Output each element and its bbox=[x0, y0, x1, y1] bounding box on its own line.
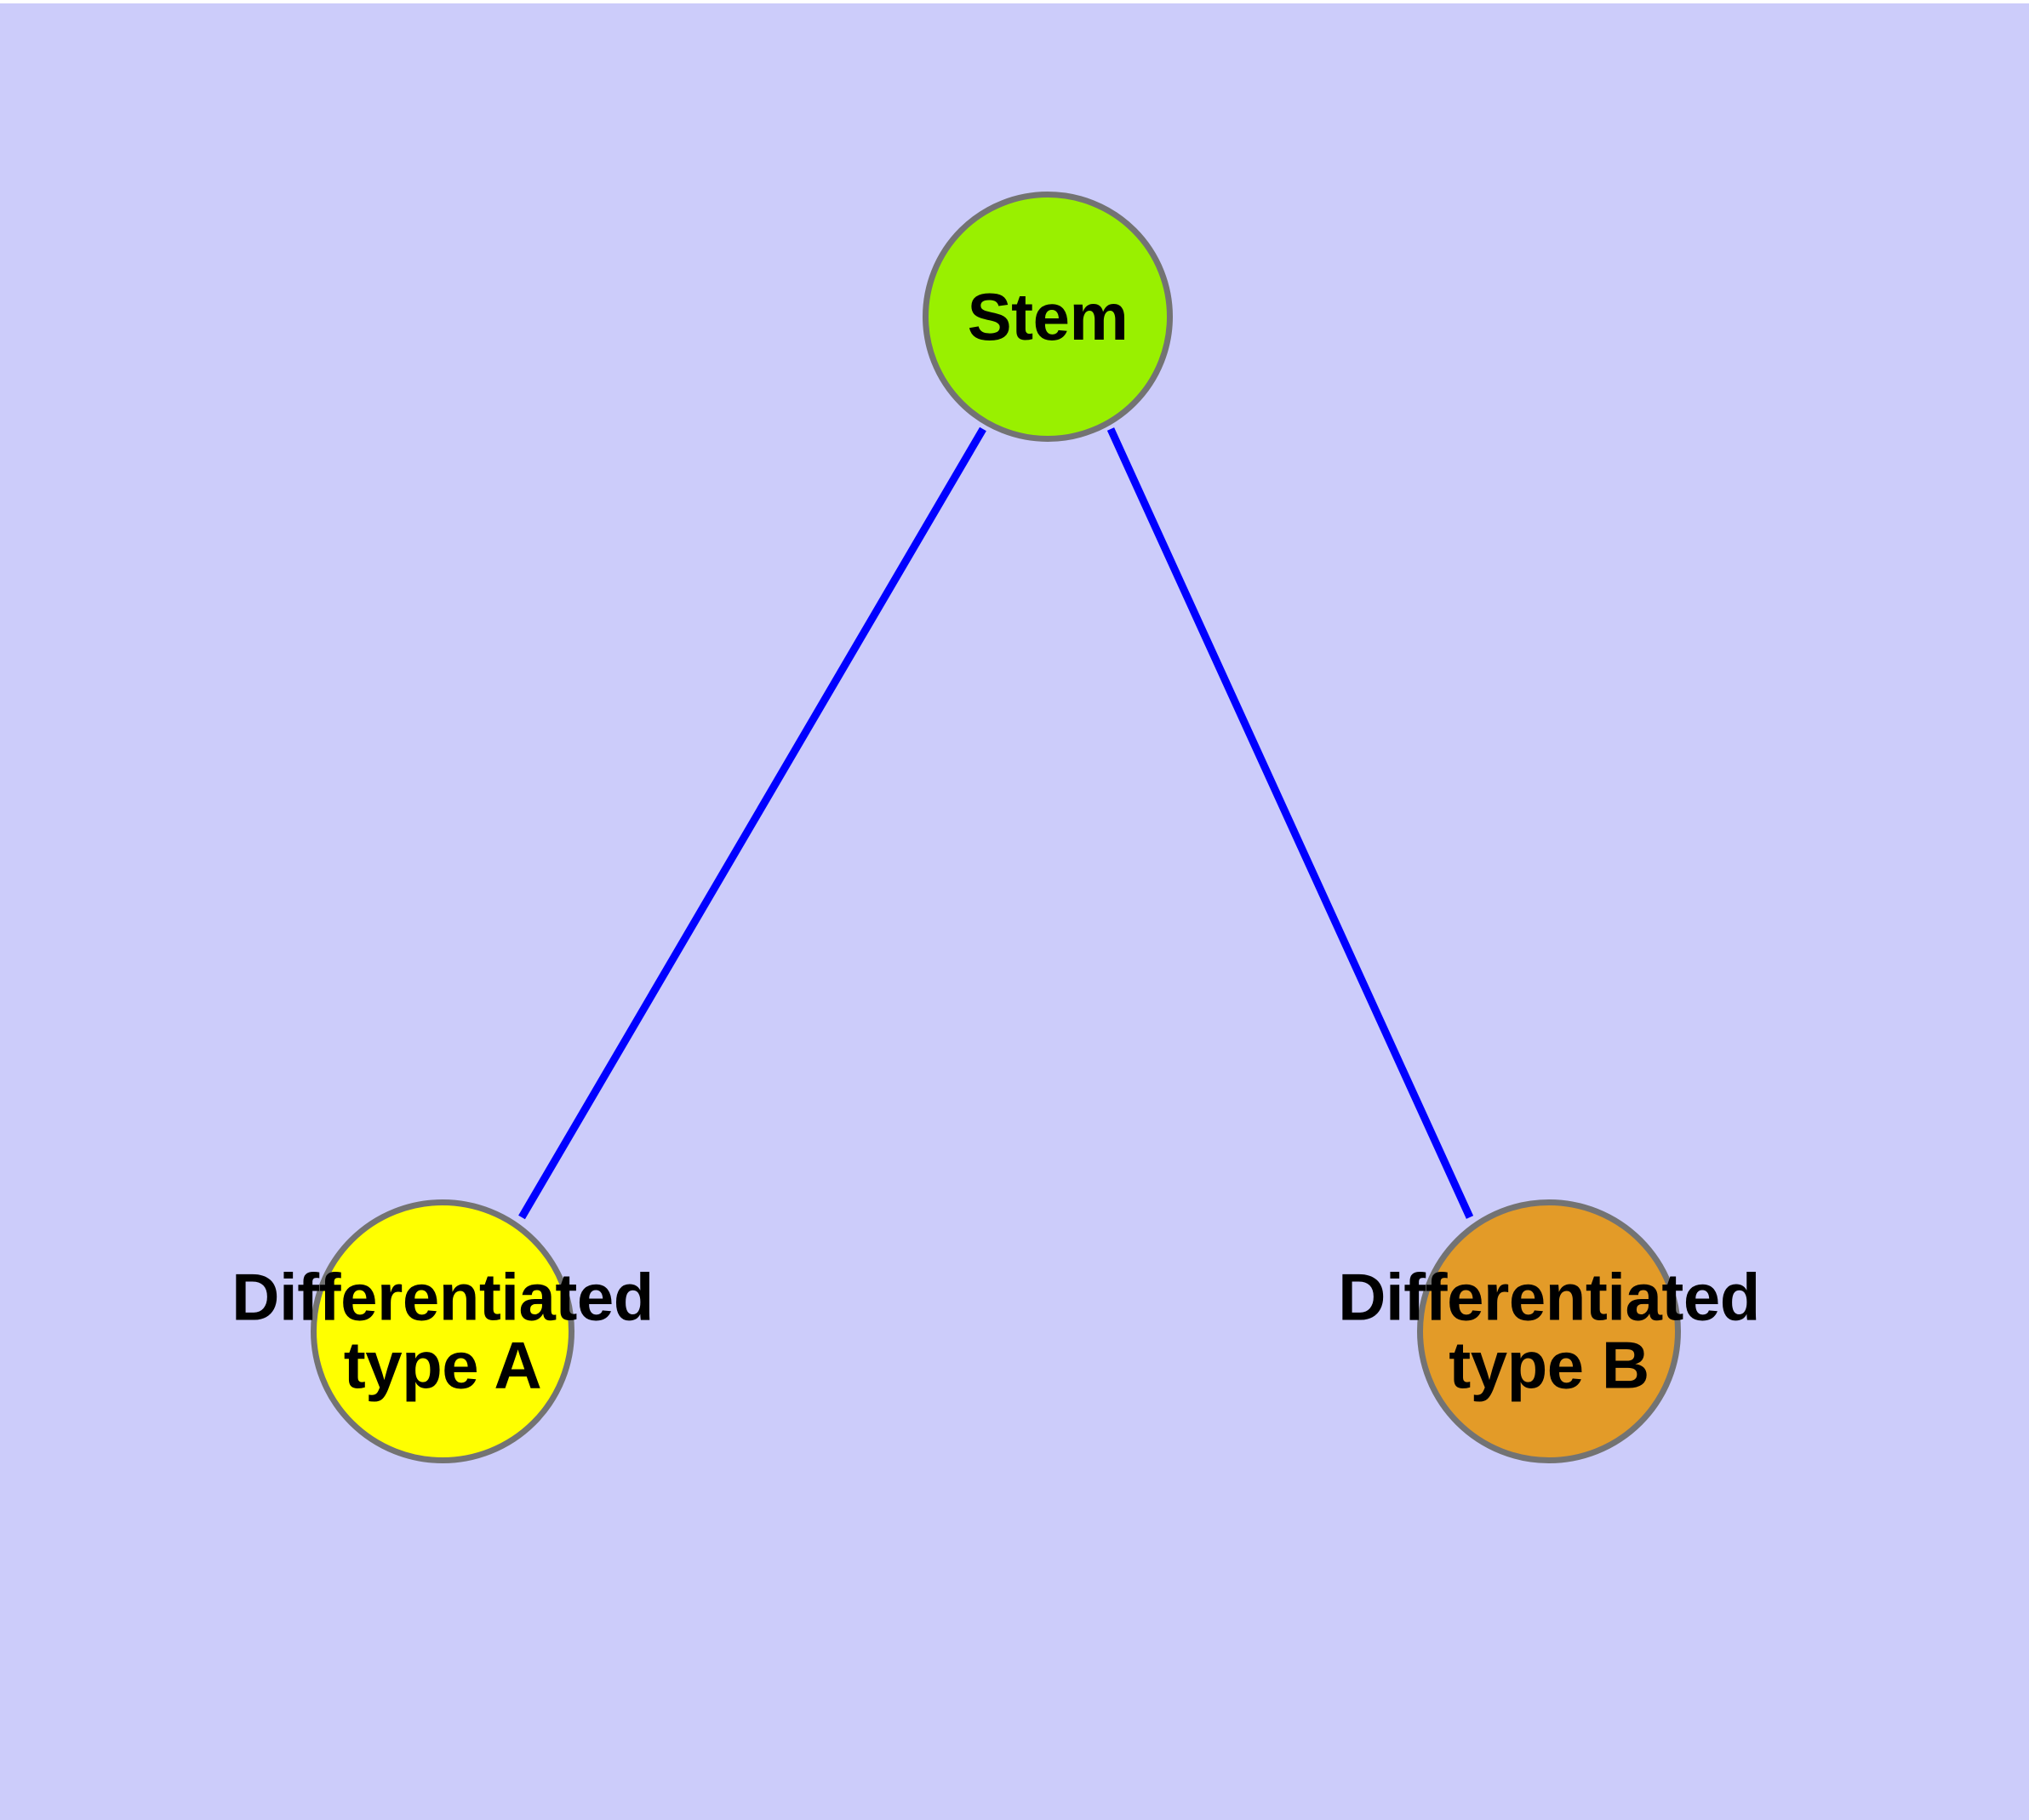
node-differentiated-type-b[interactable] bbox=[1417, 1199, 1681, 1463]
node-stem[interactable] bbox=[923, 192, 1173, 442]
edge-stem-to-diff-b bbox=[1106, 427, 1474, 1219]
node-differentiated-type-a[interactable] bbox=[311, 1199, 574, 1463]
edge-stem-to-diff-a bbox=[518, 426, 986, 1220]
